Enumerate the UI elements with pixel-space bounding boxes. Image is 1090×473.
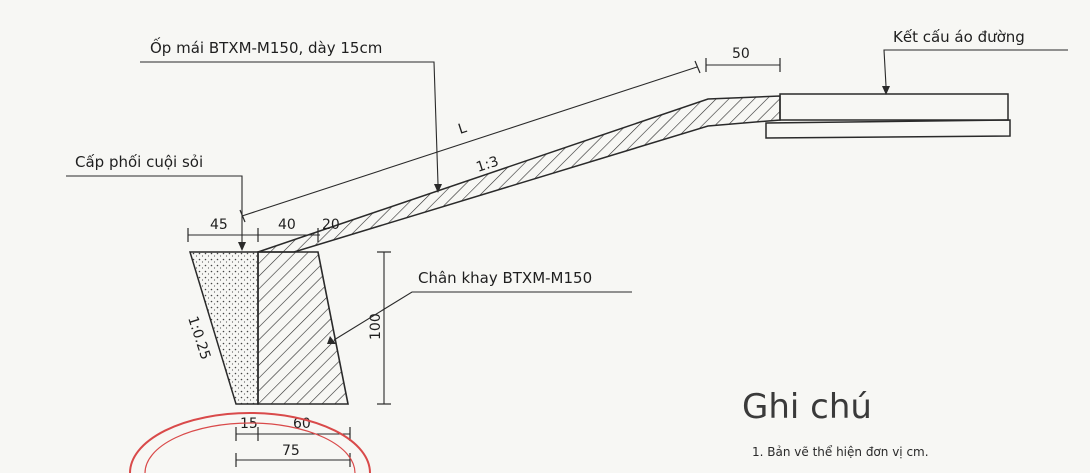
length-label: L [456,120,469,138]
batter-ratio-label: 1:0.25 [184,314,213,362]
pavement-base-layer [765,119,1011,139]
gravel-label: Cấp phối cuội sỏi [75,153,203,171]
pavement-top-layer [779,93,1009,121]
dim-75-label: 75 [282,443,300,459]
toe-wall-leader [333,291,632,341]
note-item: 1. Bản vẽ thể hiện đơn vị cm. [752,445,929,459]
slope-lining-label: Ốp mái BTXM-M150, dày 15cm [150,36,382,57]
dim-45-label: 45 [210,217,228,233]
slope-ratio-label: 1:3 [474,154,500,176]
dim-50-label: 50 [732,46,750,62]
pavement-label: Kết cấu áo đường [893,28,1025,46]
dim-40-label: 40 [278,217,296,233]
toe-wall [257,251,349,405]
dim-100-label: 100 [368,313,384,340]
pavement-leader [883,49,1068,87]
slope-lining-leader [140,61,439,185]
dim-15-label: 15 [240,416,258,432]
dim-20-label: 20 [322,217,340,233]
toe-wall-label: Chân khay BTXM-M150 [418,269,592,287]
gravel-leader [66,175,243,250]
stamp-seal [129,412,371,473]
length-dimension-line [241,66,698,217]
notes-title: Ghi chú [742,387,872,427]
